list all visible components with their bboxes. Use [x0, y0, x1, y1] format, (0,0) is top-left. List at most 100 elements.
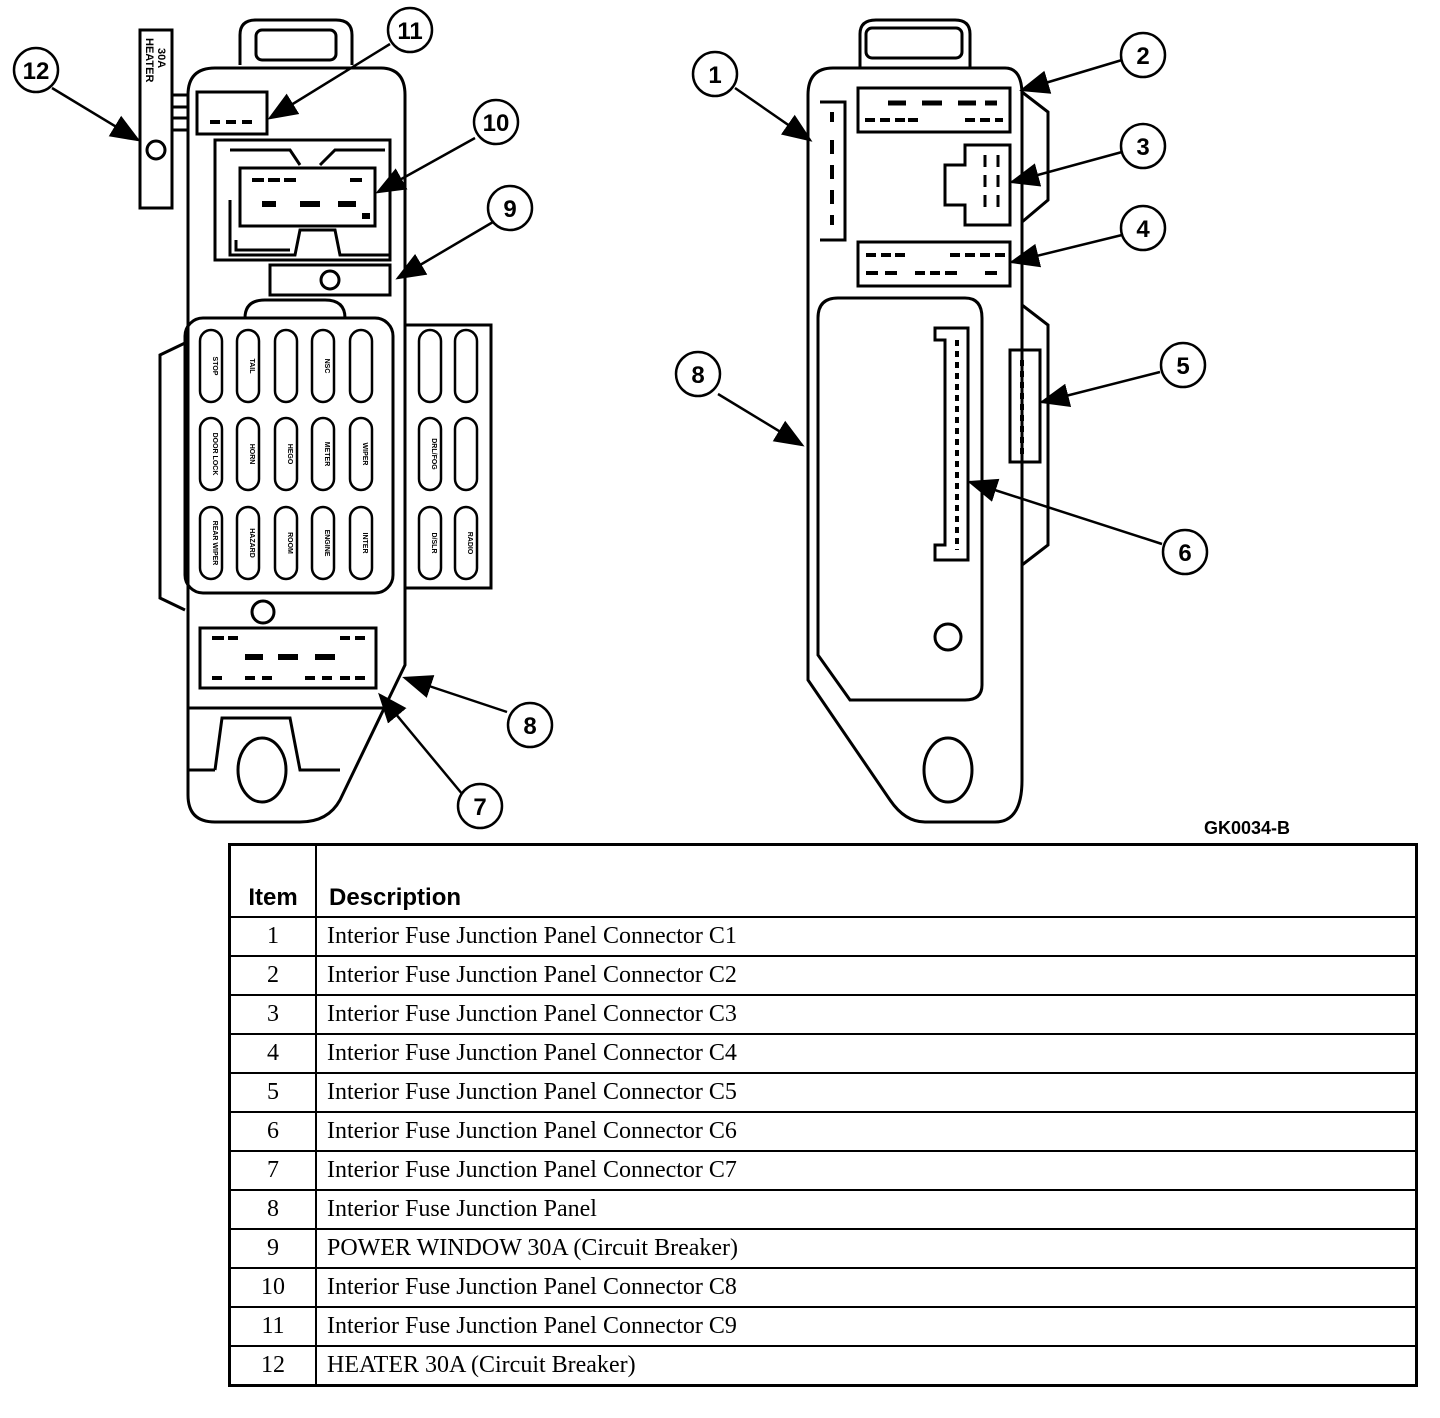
svg-text:10: 10	[483, 110, 510, 137]
fuse-label-13: ENGINE	[323, 530, 330, 557]
callout-8-left: 8	[506, 701, 554, 749]
callout-8-right: 8	[674, 350, 722, 398]
item-description: Interior Fuse Junction Panel Connector C…	[315, 994, 1418, 1035]
item-number: 2	[228, 955, 317, 996]
fuse-label-5: DOOR LOCK	[211, 433, 218, 476]
item-number: 4	[228, 1033, 317, 1074]
item-description: Interior Fuse Junction Panel Connector C…	[315, 1150, 1418, 1191]
item-description: Interior Fuse Junction Panel Connector C…	[315, 916, 1418, 957]
item-description: Interior Fuse Junction Panel	[315, 1189, 1418, 1230]
item-number: 12	[228, 1345, 317, 1387]
item-number: 9	[228, 1228, 317, 1269]
fuse-label-10: REAR WIPER	[211, 521, 218, 566]
side-fuse-slot-2	[417, 416, 443, 492]
fuse-label-6: HORN	[248, 444, 255, 465]
heater-breaker-label-2: 30A	[155, 48, 167, 68]
svg-text:6: 6	[1178, 540, 1191, 567]
junction-panel-body-rear	[806, 66, 1024, 824]
fuse-slot-0	[198, 328, 224, 404]
heater-breaker-label-1: HEATER	[143, 38, 155, 82]
fuse-slot-1	[235, 328, 261, 404]
connector-c4	[856, 240, 1012, 288]
svg-text:4: 4	[1136, 216, 1150, 243]
fuse-label-0: STOP	[211, 357, 218, 376]
callout-6: 6	[1161, 528, 1209, 576]
callout-11: 11	[386, 6, 434, 54]
callout-4: 4	[1119, 204, 1167, 252]
svg-text:9: 9	[503, 196, 516, 223]
junction-panel-body	[186, 66, 407, 824]
svg-text:12: 12	[23, 58, 50, 85]
fuse-label-3: NSC	[323, 359, 330, 374]
item-number: 3	[228, 994, 317, 1035]
svg-text:1: 1	[708, 62, 721, 89]
item-number: 6	[228, 1111, 317, 1152]
svg-text:2: 2	[1136, 43, 1149, 70]
callout-2: 2	[1119, 31, 1167, 79]
fuse-slot-11	[235, 505, 261, 581]
connector-c8	[213, 138, 392, 262]
item-number: 11	[228, 1306, 317, 1347]
callout-9: 9	[486, 184, 534, 232]
fuse-slot-3	[310, 328, 336, 404]
fuse-label-1: TAIL	[248, 358, 255, 374]
item-description: POWER WINDOW 30A (Circuit Breaker)	[315, 1228, 1418, 1269]
connector-c9	[195, 90, 269, 136]
callout-1: 1	[691, 50, 739, 98]
item-number: 1	[228, 916, 317, 957]
fuse-slot-5	[198, 416, 224, 492]
fuse-label-7: HEGO	[286, 444, 293, 465]
fuse-label-11: HAZARD	[248, 528, 255, 558]
side-fuse-block	[403, 323, 493, 590]
connector-c7	[198, 626, 378, 690]
left-callouts: 12 11 10 9 8 7	[12, 6, 554, 830]
fuse-label-14: INTER	[361, 533, 368, 554]
item-description: Interior Fuse Junction Panel Connector C…	[315, 1267, 1418, 1308]
side-fuse-label-4: D/SLR	[430, 533, 437, 554]
heater-breaker: HEATER 30A	[138, 28, 190, 210]
item-number: 7	[228, 1150, 317, 1191]
callout-7: 7	[456, 782, 504, 830]
item-description: Interior Fuse Junction Panel Connector C…	[315, 1306, 1418, 1347]
fuse-slot-6	[235, 416, 261, 492]
item-description: Interior Fuse Junction Panel Connector C…	[315, 955, 1418, 996]
svg-text:11: 11	[397, 18, 422, 45]
connector-c3	[943, 143, 1012, 227]
side-fuse-slot-1	[453, 328, 479, 404]
item-description: Interior Fuse Junction Panel Connector C…	[315, 1033, 1418, 1074]
fuse-label-8: METER	[323, 442, 330, 467]
side-fuse-slot-3	[453, 416, 479, 492]
fuse-label-12: ROOM	[286, 532, 293, 554]
side-fuse-label-2: DRL/FOG	[430, 438, 437, 470]
item-description: Interior Fuse Junction Panel Connector C…	[315, 1072, 1418, 1113]
callout-10: 10	[472, 98, 520, 146]
side-fuse-slot-4	[417, 505, 443, 581]
svg-text:3: 3	[1136, 134, 1149, 161]
legend-header-row: Item Description	[228, 843, 1418, 918]
fuse-block	[183, 316, 395, 595]
side-fuse-slot-0	[417, 328, 443, 404]
right-view	[806, 18, 1050, 824]
fuse-slot-10	[198, 505, 224, 581]
legend-header-item: Item	[228, 843, 317, 918]
connector-c1	[820, 100, 847, 242]
item-description: HEATER 30A (Circuit Breaker)	[315, 1345, 1418, 1387]
callout-5: 5	[1159, 341, 1207, 389]
svg-text:5: 5	[1176, 353, 1189, 380]
figure-code: GK0034-B	[1204, 818, 1291, 838]
connector-c5	[1008, 348, 1042, 464]
fuse-slot-7	[273, 416, 299, 492]
